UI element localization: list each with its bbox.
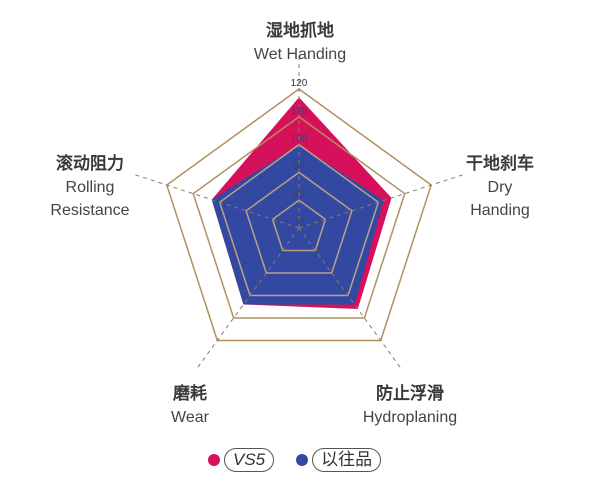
axis-label-cn: 干地刹车 xyxy=(466,154,534,174)
grid-ring xyxy=(271,199,327,252)
legend-item-previous: 以往品 xyxy=(296,448,382,472)
tick-label: 110 xyxy=(291,106,307,117)
grid-ring xyxy=(218,143,380,297)
axis-label-en: Wet Handing xyxy=(253,46,347,63)
legend-swatch xyxy=(296,454,309,466)
series-1-polygon xyxy=(211,144,384,305)
grid-ring xyxy=(165,88,433,342)
axis-label-hydro: 防止浮滑 Hydroplaning xyxy=(340,383,480,429)
grid-ring xyxy=(192,115,406,319)
axis-label-en: Hydroplaning xyxy=(362,409,458,426)
axis-label-wet: 湿地抓地 Wet Handing xyxy=(220,20,380,66)
tick-label: 70 xyxy=(293,217,305,228)
axis-label-cn: 滚动阻力 xyxy=(56,154,124,174)
tick-label: 120 xyxy=(291,78,308,89)
axis-label-cn: 湿地抓地 xyxy=(266,21,334,41)
axis-label-cn: 防止浮滑 xyxy=(376,384,444,404)
legend: VS5 以往品 xyxy=(208,448,382,472)
tick-label: 90 xyxy=(293,161,305,172)
axis-label-cn: 磨耗 xyxy=(173,384,207,404)
legend-label: 以往品 xyxy=(312,448,382,472)
axis-label-en: Rolling Resistance xyxy=(50,179,130,219)
legend-swatch xyxy=(208,454,220,466)
axis-label-en: Dry Handing xyxy=(470,179,530,219)
axis-label-dry: 干地刹车 Dry Handing xyxy=(430,153,570,222)
tick-label: 80 xyxy=(293,189,305,200)
grid-ring xyxy=(245,171,353,274)
tick-label: 100 xyxy=(291,134,308,145)
legend-label: VS5 xyxy=(224,448,275,472)
axis-label-wear: 磨耗 Wear xyxy=(140,383,240,429)
axis-label-en: Wear xyxy=(171,409,209,426)
legend-item-vs5: VS5 xyxy=(208,448,275,472)
axis-label-rolling: 滚动阻力 Rolling Resistance xyxy=(30,153,150,222)
